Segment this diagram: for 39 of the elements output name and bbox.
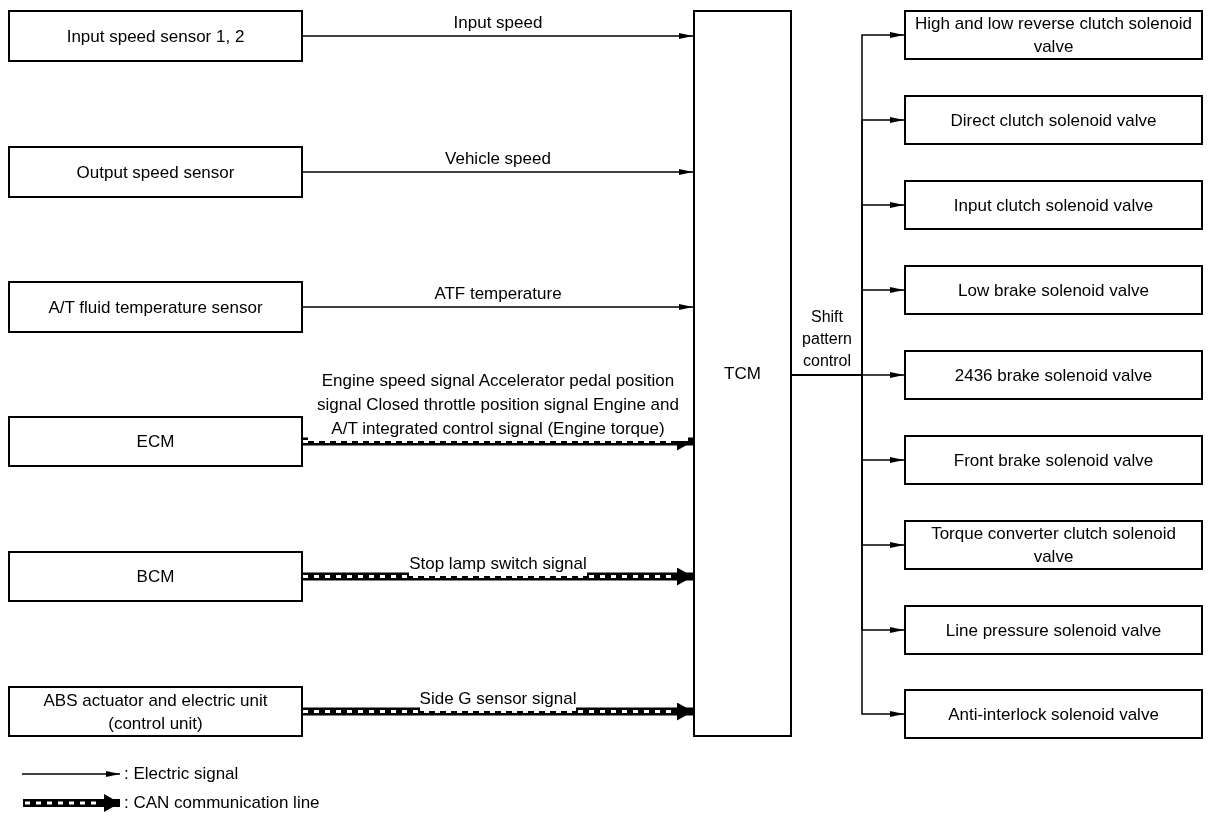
box-label: Low brake solenoid valve <box>958 279 1149 302</box>
box-label: High and low reverse clutch solenoid valve <box>914 13 1193 58</box>
legend-text: : CAN communication line <box>124 792 320 814</box>
box-label: Input speed sensor 1, 2 <box>66 25 245 48</box>
signal-arrow <box>302 169 694 175</box>
box-label: Line pressure solenoid valve <box>945 619 1162 642</box>
can-line-arrow <box>303 567 693 586</box>
box-label: BCM <box>136 566 175 588</box>
component-box <box>904 350 1203 400</box>
component-box <box>904 435 1203 485</box>
component-box <box>8 551 303 602</box>
component-box <box>8 10 303 62</box>
component-box <box>8 146 303 198</box>
box-label: ECM <box>136 431 175 453</box>
legend-text: : Electric signal <box>124 763 239 785</box>
signal-arrow <box>302 304 694 310</box>
box-label: Input clutch solenoid valve <box>953 194 1154 217</box>
component-box <box>8 416 303 467</box>
box-label: ABS actuator and electric unit (control unit) <box>42 689 269 735</box>
component-box <box>904 10 1203 60</box>
component-box <box>904 520 1203 570</box>
box-label: 2436 brake solenoid valve <box>954 364 1153 387</box>
can-line-arrow <box>303 702 693 721</box>
box-label: Output speed sensor <box>76 161 235 184</box>
box-label: Front brake solenoid valve <box>953 449 1154 472</box>
box-label: Direct clutch solenoid valve <box>950 109 1157 132</box>
control-unit-box <box>693 10 792 737</box>
component-box <box>904 605 1203 655</box>
signal-arrow <box>302 33 694 39</box>
component-box <box>8 686 303 737</box>
component-box <box>8 281 303 333</box>
box-label: Anti-interlock solenoid valve <box>948 703 1159 726</box>
component-box <box>904 265 1203 315</box>
box-label: Torque converter clutch solenoid valve <box>930 523 1177 568</box>
component-box <box>904 689 1203 739</box>
box-label: A/T fluid temperature sensor <box>48 296 263 319</box>
component-box <box>904 180 1203 230</box>
component-box <box>904 95 1203 145</box>
box-label: TCM <box>724 363 761 385</box>
